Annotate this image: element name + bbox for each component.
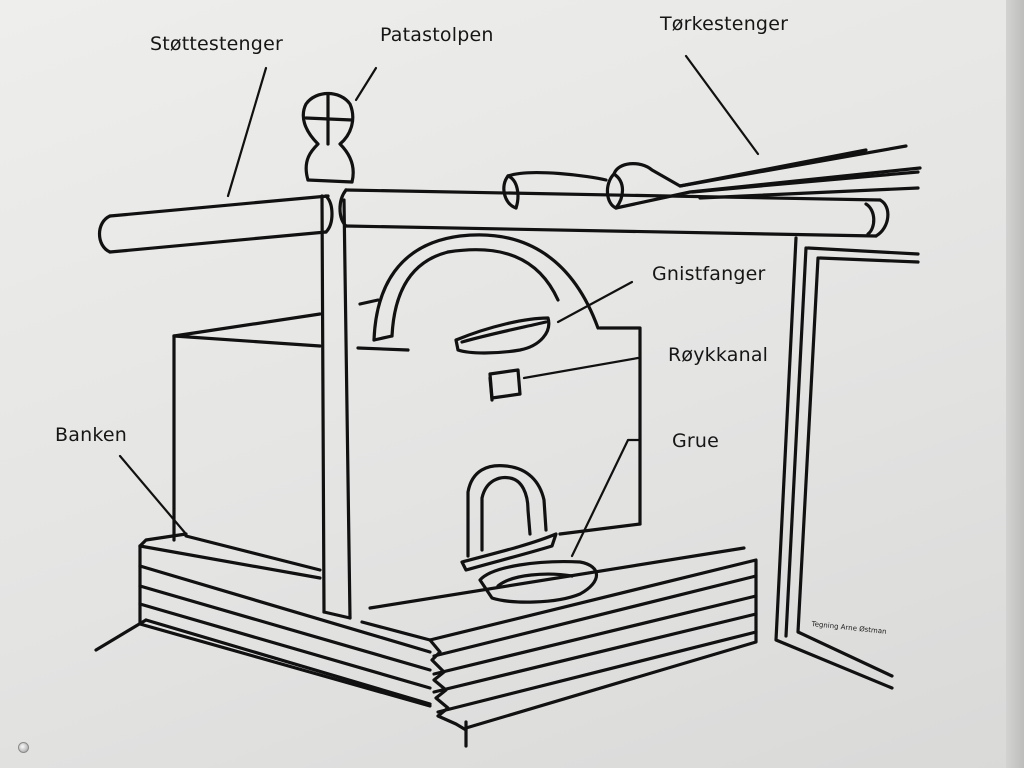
drying-rods [502, 144, 922, 210]
leader-lines [118, 54, 760, 558]
room-wall-lines [774, 236, 920, 690]
hearth-pit [478, 560, 599, 604]
smoke-channel [488, 368, 522, 402]
spark-catcher [454, 316, 551, 355]
label-stottestenger: Støttestenger [150, 33, 283, 55]
label-patastolpen: Patastolpen [380, 24, 494, 46]
label-roykkanal: Røykkanal [668, 344, 769, 366]
pata-post [301, 91, 355, 620]
board-edge [1006, 0, 1024, 768]
mounting-screw [18, 742, 29, 753]
log-bench [94, 532, 758, 748]
label-torkestenger: Tørkestenger [660, 13, 789, 35]
label-banken: Banken [55, 424, 127, 446]
fireplace-body [172, 298, 642, 572]
label-gnistfanger: Gnistfanger [652, 263, 766, 285]
support-poles [97, 188, 890, 254]
label-grue: Grue [672, 430, 720, 452]
firebox [460, 464, 558, 572]
chimney-arch [372, 233, 600, 342]
